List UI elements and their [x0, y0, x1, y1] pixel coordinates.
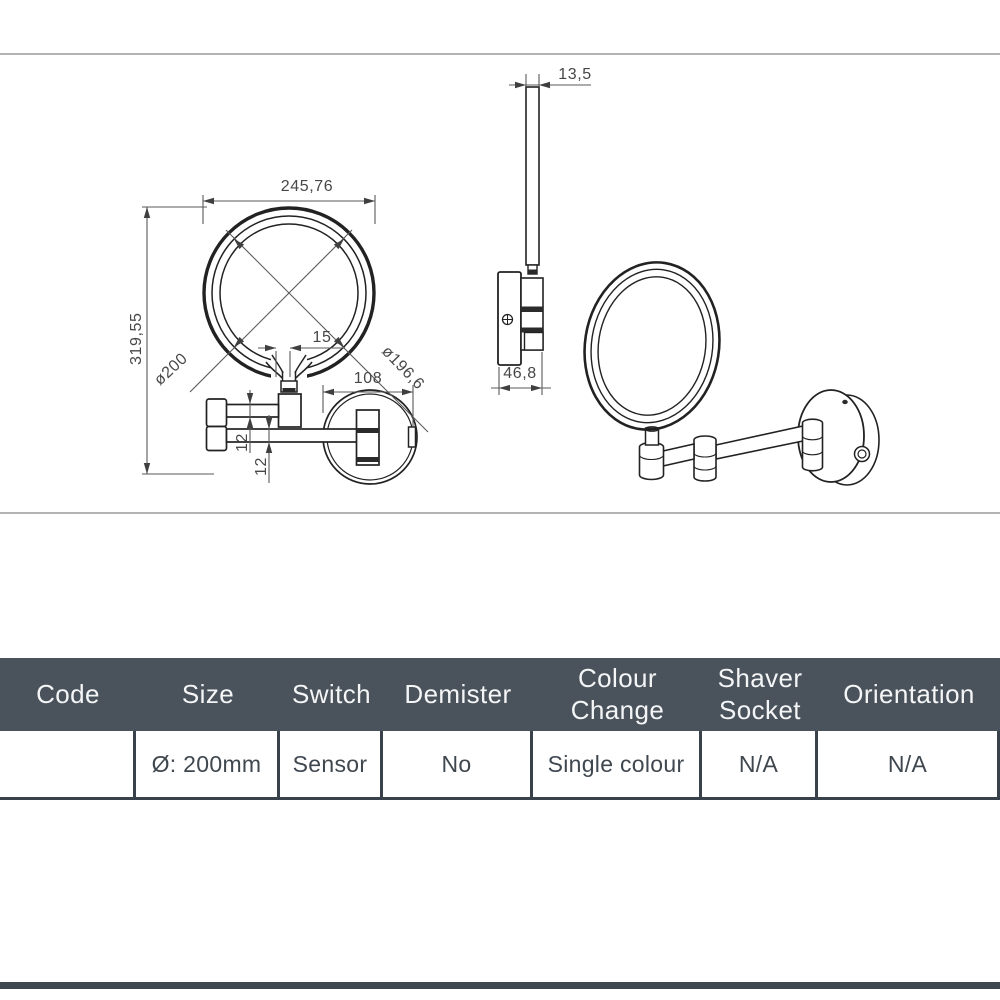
dim-inner-diameter-label: ø196,6 [378, 343, 427, 393]
side-view-drawing: 13,5 46,8 [491, 66, 592, 395]
spec-table-header-row: Code Size Switch Demister Colour Change … [0, 658, 1000, 731]
cell-demister: No [383, 731, 533, 797]
column-header-shaver-socket: Shaver Socket [717, 662, 803, 725]
cell-colour-change: Single colour [533, 731, 702, 797]
column-header-orientation: Orientation [843, 678, 975, 709]
dim-lower-arm-label: 12 [253, 457, 270, 476]
cell-switch: Sensor [280, 731, 383, 797]
dim-height-label: 319,55 [128, 312, 145, 365]
column-header-size: Size [181, 678, 235, 709]
dim-upper-arm-label: 12 [234, 433, 251, 452]
cell-size: Ø: 200mm [136, 731, 280, 797]
top-divider-line [0, 53, 1000, 55]
spec-table: Code Size Switch Demister Colour Change … [0, 658, 1000, 800]
mid-divider-line [0, 512, 1000, 514]
column-header-code: Code [36, 678, 100, 709]
bottom-accent-bar [0, 982, 1000, 989]
dim-outer-diameter-label: ø200 [151, 350, 191, 389]
cell-shaver-socket: N/A [702, 731, 818, 797]
column-header-colour-change: Colour Change [570, 662, 665, 725]
perspective-view-drawing [583, 261, 880, 486]
spec-table-data-row: Ø: 200mm Sensor No Single colour N/A N/A [0, 731, 1000, 800]
dim-arm-reach-label: 108 [354, 370, 383, 387]
technical-drawing: 245,76 319,55 ø200 ø196,6 15 108 12 12 [128, 66, 880, 486]
cell-code [0, 731, 136, 797]
cell-orientation: N/A [818, 731, 1000, 797]
front-view-drawing: 245,76 319,55 ø200 ø196,6 15 108 12 12 [128, 178, 429, 485]
dim-stem-width-label: 15 [313, 329, 332, 346]
dim-width-label: 245,76 [281, 178, 334, 195]
dim-wall-depth-label: 46,8 [503, 365, 537, 382]
dim-thickness-label: 13,5 [558, 66, 592, 83]
column-header-switch: Switch [292, 678, 371, 709]
column-header-demister: Demister [404, 678, 512, 709]
